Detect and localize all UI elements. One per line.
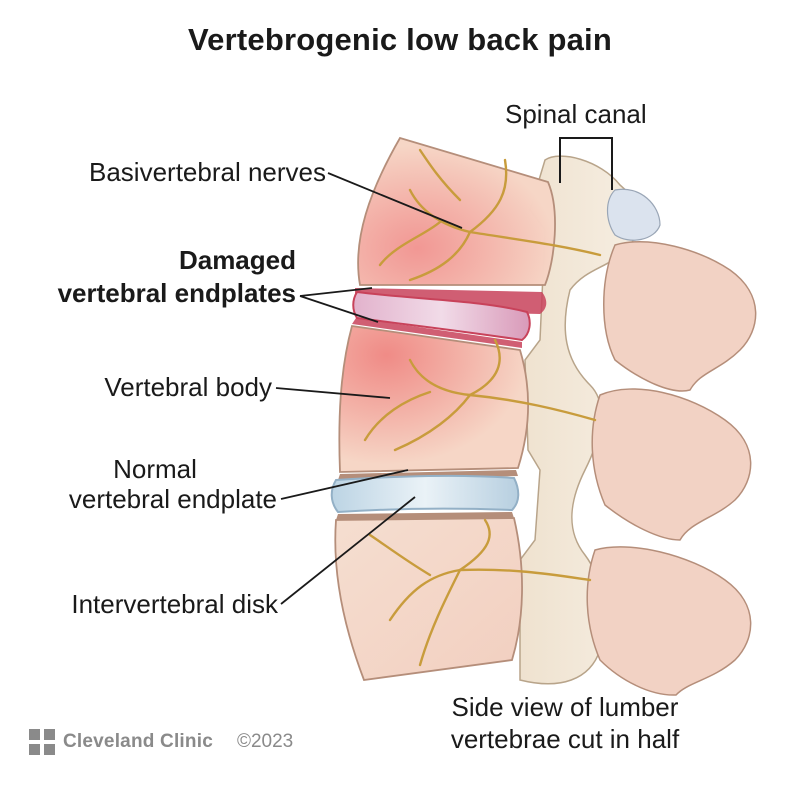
normal-disk-group [330,470,520,520]
normal-endplate-label-line2: vertebral endplate [68,484,277,514]
caption-line2: vertebrae cut in half [450,724,680,754]
cleveland-clinic-logo-icon [29,729,55,755]
posterior-column [519,155,757,696]
normal-endplate-label-line1: Normal [113,454,197,484]
footer: Cleveland Clinic ©2023 [29,727,293,757]
vertebral-body-upper [357,136,556,286]
damaged-endplates-label-line1: Damaged [178,245,296,275]
page-title: Vertebrogenic low back pain [187,22,613,57]
basivertebral-nerves [363,148,602,667]
spinal-canal-bracket [559,137,613,190]
vertebral-body-middle [338,324,529,473]
vertebral-body-lower [334,517,523,681]
basivertebral-nerves-label: Basivertebral nerves [89,157,326,187]
vertebral-body-label: Vertebral body [104,372,272,402]
leader-lines [275,172,463,605]
caption-line1: Side view of lumber [451,692,679,722]
damaged-disk-group [352,288,547,348]
footer-copyright: ©2023 [236,731,294,752]
damaged-endplates-label-line2: vertebral endplates [57,278,296,308]
intervertebral-disk-label: Intervertebral disk [71,589,278,619]
footer-brand: Cleveland Clinic [63,731,213,752]
spinal-canal-label: Spinal canal [505,99,647,129]
